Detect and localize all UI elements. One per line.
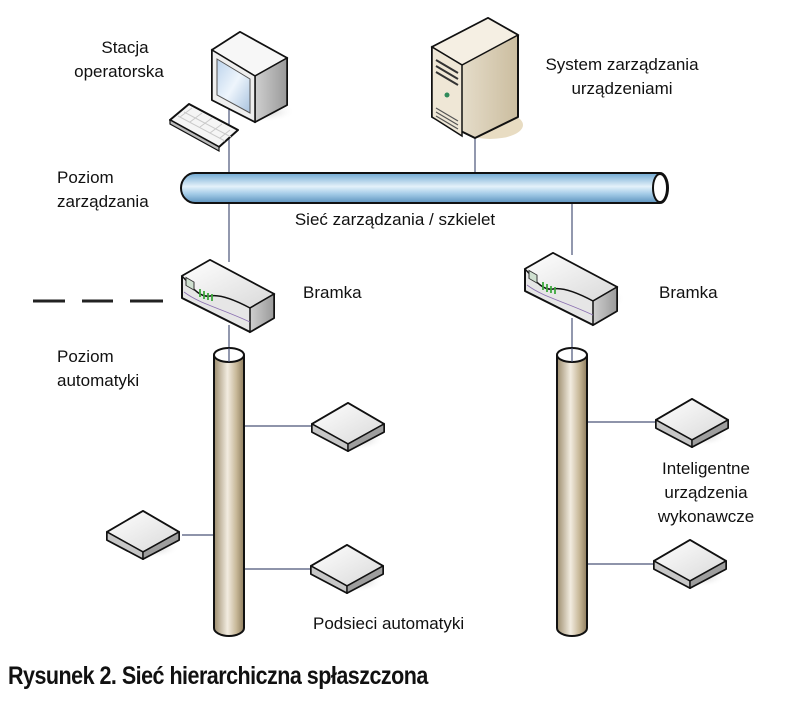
smart-devices-label-line1: Inteligentne [662, 459, 750, 478]
smart-devices-label-line2: urządzenia [664, 483, 748, 502]
smart-devices-label-line3: wykonawcze [657, 507, 754, 526]
subnet-pipe-right [556, 347, 588, 637]
gateway-left-label: Bramka [303, 283, 362, 302]
gateway-icon [523, 252, 625, 327]
management-level-label-line1: Poziom [57, 168, 114, 187]
gateway-icon [180, 259, 282, 334]
figure-caption: Rysunek 2. Sieć hierarchiczna spłaszczon… [8, 662, 428, 690]
gateway-right-label: Bramka [659, 283, 718, 302]
workstation-icon [169, 31, 295, 153]
backbone-label: Sieć zarządzania / szkielet [295, 210, 496, 229]
keyboard-icon [169, 103, 239, 153]
field-device-icon [311, 402, 385, 452]
automation-level-label-line1: Poziom [57, 347, 114, 366]
management-level-label-line2: zarządzania [57, 192, 149, 211]
automation-level-label-line2: automatyki [57, 371, 139, 390]
connector-lines [182, 92, 656, 570]
operator-station-label-line2: operatorska [74, 62, 164, 81]
subnet-pipe-left [213, 347, 245, 637]
backbone-pipe [180, 172, 669, 204]
field-device-icon [106, 510, 180, 560]
operator-station-label-line1: Stacja [101, 38, 149, 57]
automation-subnets-label: Podsieci automatyki [313, 614, 464, 633]
field-device-icon [653, 539, 727, 589]
server-tower-icon [430, 17, 523, 139]
device-mgmt-system-label-line1: System zarządzania [545, 55, 699, 74]
field-device-icon [655, 398, 729, 448]
device-mgmt-system-label-line2: urządzeniami [571, 79, 672, 98]
field-device-icon [310, 544, 384, 594]
